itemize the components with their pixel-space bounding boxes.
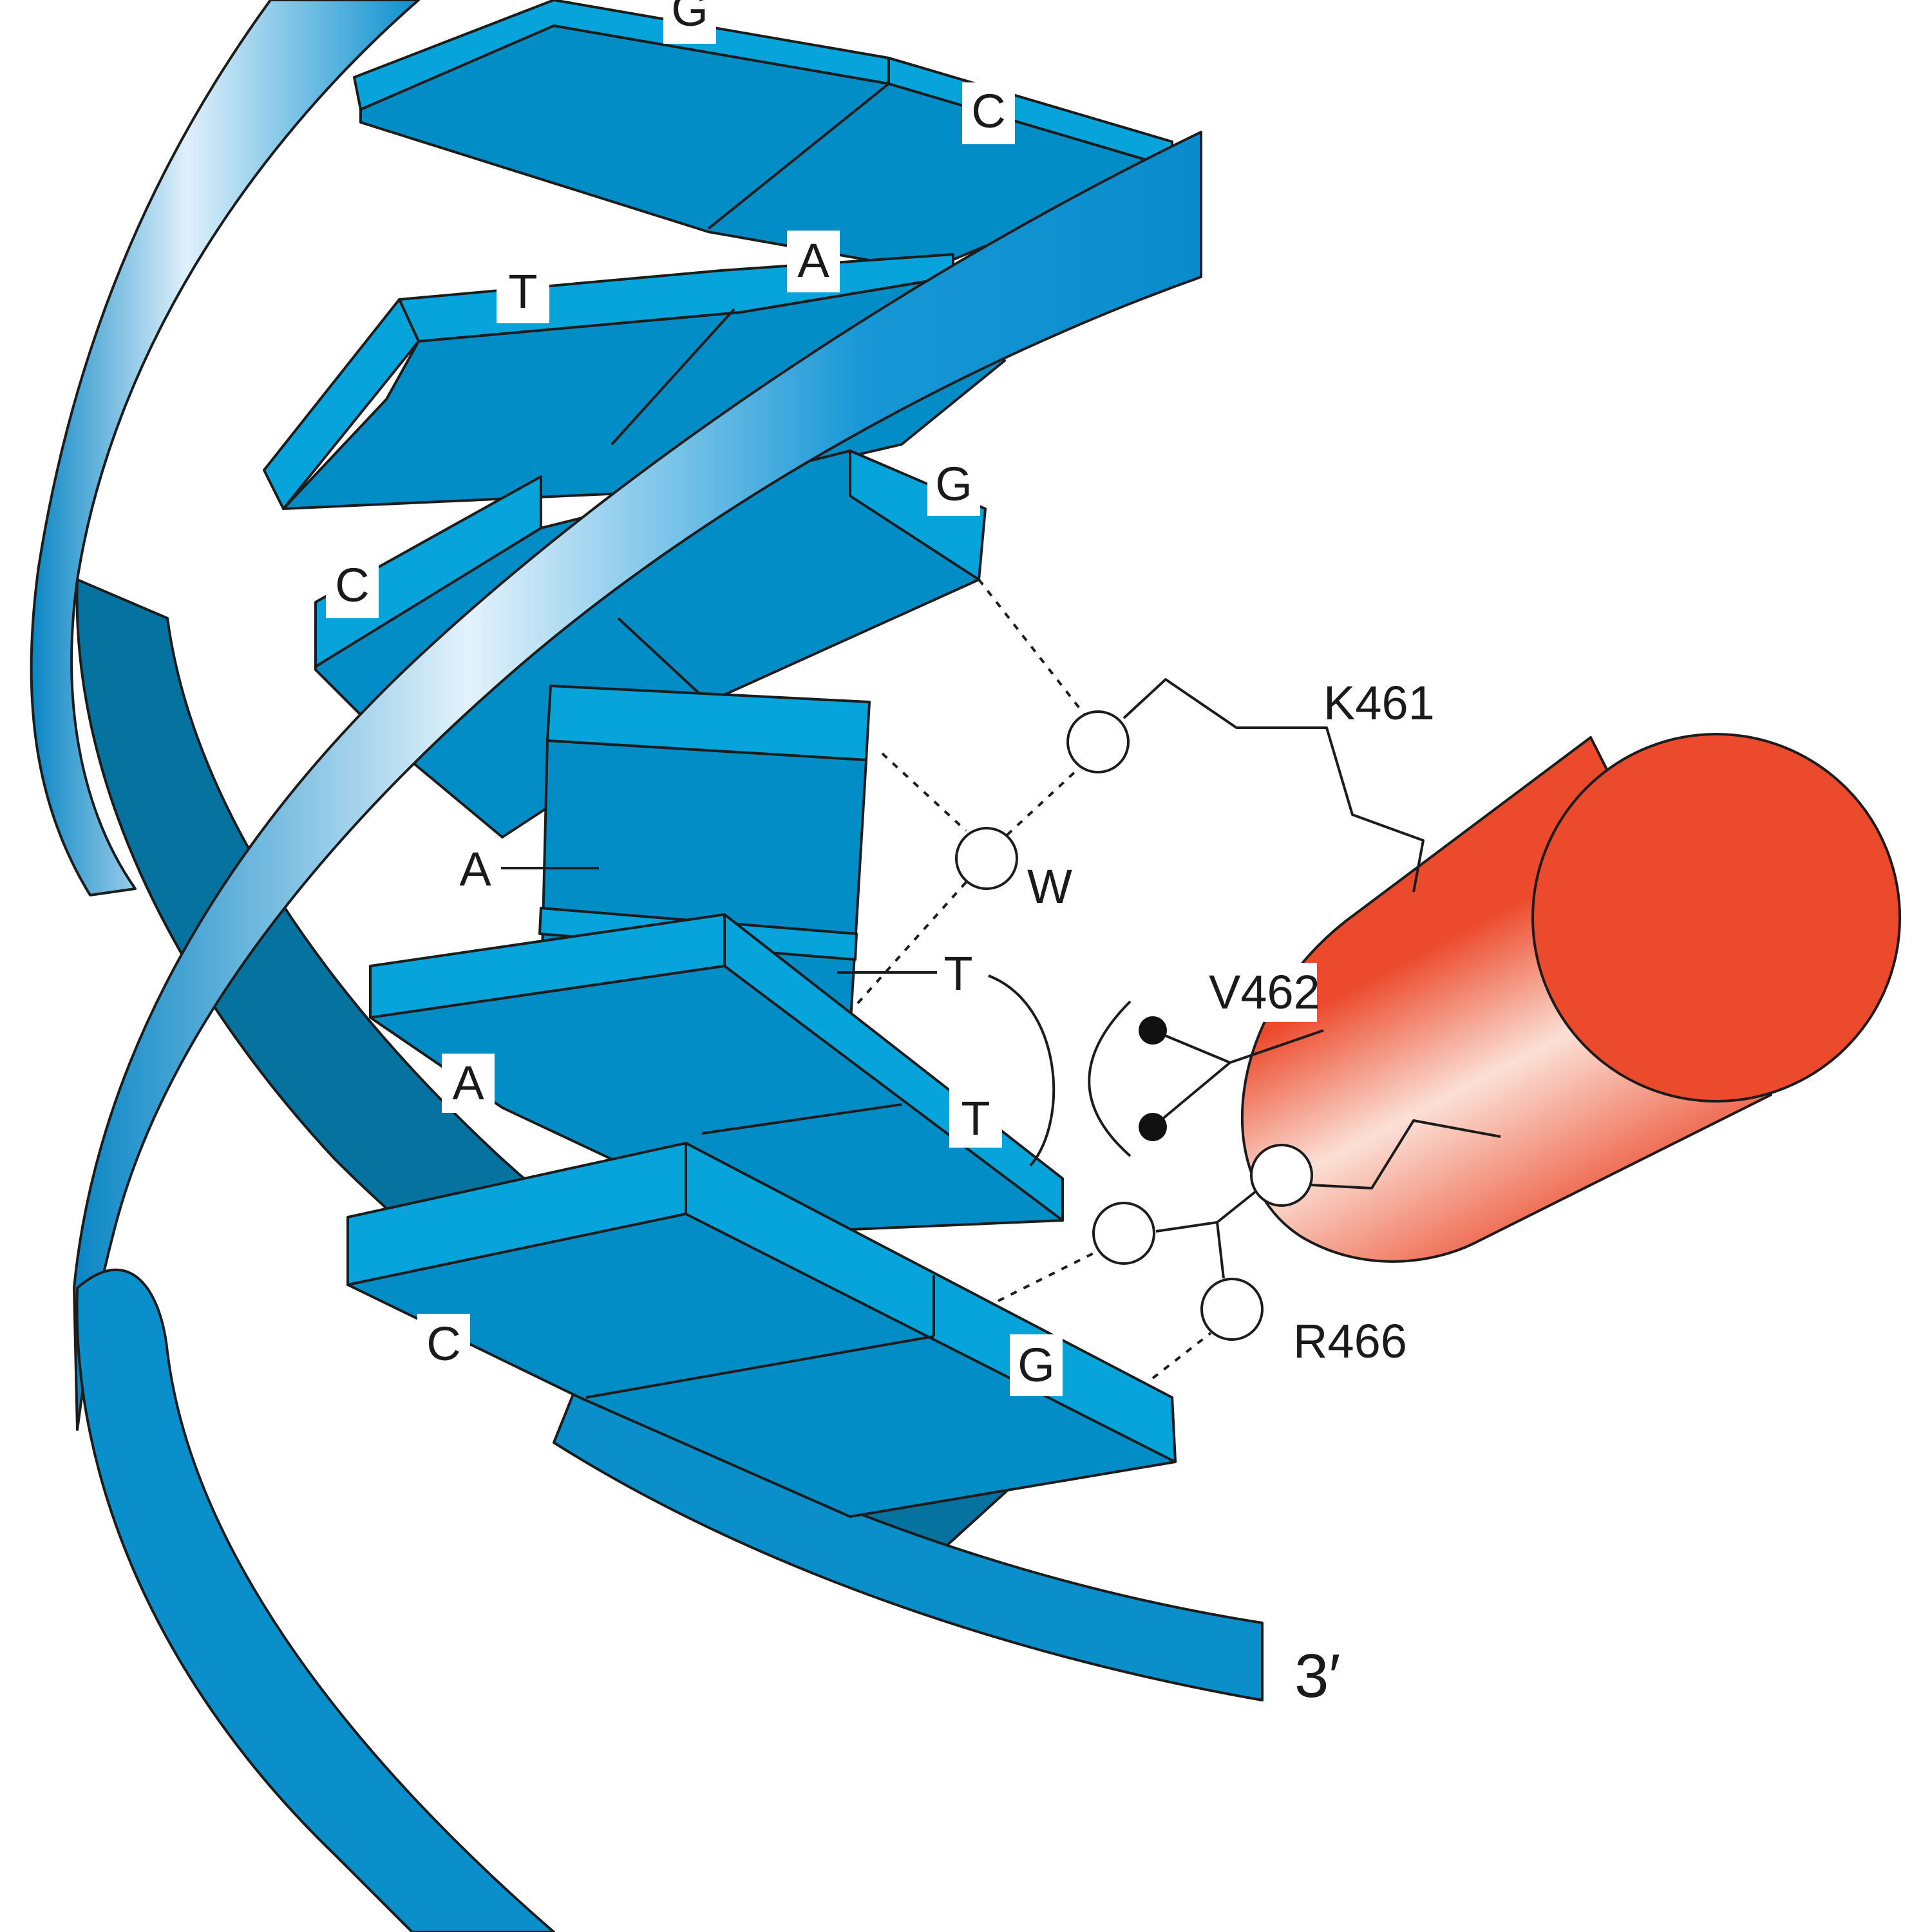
label-box-g1 [663,0,716,44]
hbond-g-k461 [978,578,1096,729]
water-molecule [955,827,1018,890]
residue-label-v462: V462 [1209,965,1320,1019]
base-label-t3: T [961,1092,990,1145]
label-box-t1 [497,263,549,323]
base-label-a3: A [452,1056,484,1110]
residue-label-k461: K461 [1323,676,1435,730]
label-box-a3 [442,1054,495,1113]
base-label-c3: C [426,1317,460,1370]
v462-bond-3 [1229,1029,1324,1064]
k461-side-chain [1122,678,1425,893]
vdw-bracket-right [988,974,1056,1167]
base-label-t2: T [943,947,972,1000]
label-box-t3 [949,1088,1002,1148]
base-slab-left-edge [263,298,420,510]
hbond-a-water [881,752,967,832]
r466-atom-2 [1200,1278,1264,1341]
label-box-v462 [1204,963,1317,1022]
front-strand-lower-ribbon [75,1268,555,1932]
base-slab-top-edge [546,685,871,761]
k461-atom [1066,710,1130,773]
base-label-a2: A [459,842,491,896]
v462-methyl-1 [1139,1016,1167,1045]
base-slab-left-edge [314,475,542,668]
helix-cylinder-end [1531,733,1901,1103]
hbond-g-r466-2 [1151,1332,1212,1379]
label-box-g3 [1010,1334,1063,1396]
label-box-c1 [962,82,1015,144]
contacts [501,578,1501,1379]
front-strand [73,131,1202,1932]
water-label: W [1027,860,1072,913]
base-pair-c-g [314,450,987,838]
base-divider [585,1335,934,1399]
base-label-t1: T [508,265,537,318]
label-box-c3 [417,1314,470,1376]
base-divider [701,1103,902,1135]
base-label-c2: C [335,558,369,612]
residue-label-r466: R466 [1293,1314,1407,1368]
vdw-bracket-left [1088,1000,1132,1157]
r466-atom-3 [1250,1144,1313,1207]
base-label-g2: G [935,457,972,511]
v462-methyl-2 [1139,1113,1167,1141]
base-divider [707,82,890,230]
base-label-g3: G [1018,1338,1055,1392]
label-box-c2 [326,555,379,618]
r466-bond-down [1216,1222,1225,1279]
base-label-g1: G [671,0,708,36]
residue-labels: K461 V462 R466 W [1027,676,1435,1368]
base-labels: G C T A C G A T A T C G [326,0,1063,1396]
v462-bond-2 [1151,1061,1231,1128]
base-label-a1: A [797,234,829,287]
r466-backbone [1310,1119,1501,1189]
label-box-g2 [927,454,980,516]
back-strand-upper-ribbon [30,0,420,896]
r466-atom-1 [1092,1202,1155,1265]
hbond-g-r466 [998,1248,1102,1302]
label-box-a1 [787,231,840,292]
strand-end-label: 3′ [1294,1642,1340,1710]
base-divider [617,617,710,703]
protein-helix [1240,733,1901,1263]
base-label-c1: C [971,84,1005,138]
base-divider [611,308,735,446]
